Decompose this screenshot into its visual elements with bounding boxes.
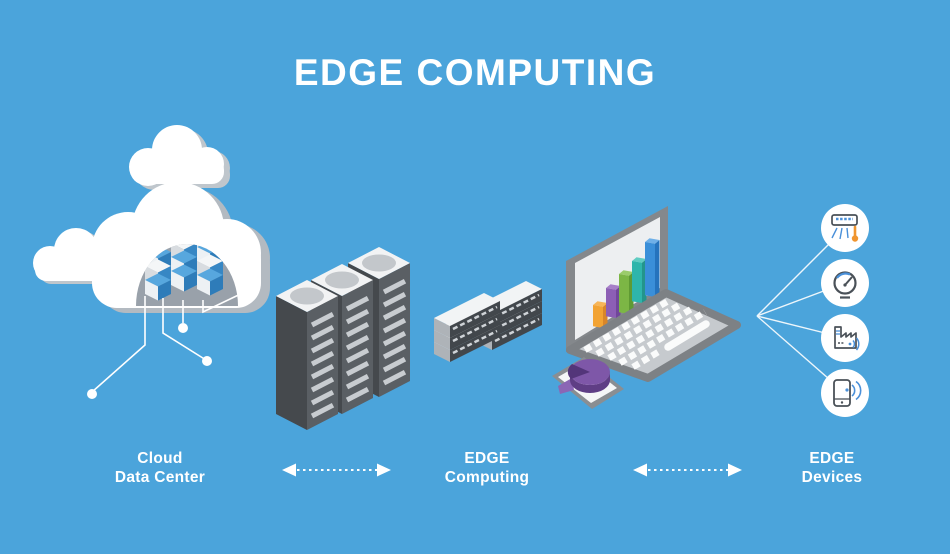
label-edge-devices-line2: Devices (801, 469, 863, 486)
cloud-illustration (33, 125, 270, 399)
pie-chart (558, 359, 610, 394)
bar-teal (632, 257, 647, 303)
label-edge-computing-line1: EDGE (464, 450, 510, 467)
air-conditioner-icon (831, 214, 859, 242)
device-icon-circle (821, 204, 869, 252)
label-cloud-data-center: Cloud Data Center (50, 449, 270, 487)
laptop-illustration (552, 206, 741, 409)
page-title: EDGE COMPUTING (293, 52, 657, 93)
smartphone-icon (833, 379, 862, 407)
arrow-edge-to-devices (633, 463, 742, 477)
bar-orange (593, 301, 608, 328)
edge-server-stack (434, 293, 500, 362)
circuit-lines (91, 288, 252, 393)
arrow-cloud-to-edge (282, 463, 391, 477)
pie-chart-tablet (552, 357, 624, 409)
label-edge-computing: EDGE Computing (377, 449, 597, 487)
laptop-keys (583, 297, 707, 370)
small-cloud-top (129, 125, 230, 190)
bar-green (619, 270, 634, 314)
device-icon-circle (821, 369, 869, 417)
label-edge-computing-line2: Computing (444, 469, 530, 486)
gauge-icon (833, 271, 857, 299)
label-edge-devices: EDGE Devices (722, 449, 942, 487)
device-connector-lines (756, 227, 846, 394)
laptop-spacebar (664, 320, 710, 351)
edge-server-stacks (434, 281, 542, 362)
label-edge-devices-line1: EDGE (809, 450, 855, 467)
server-racks (276, 247, 410, 430)
device-icon-circle (821, 259, 869, 307)
circuit-nodes (87, 283, 258, 399)
edge-device-icons (821, 204, 869, 417)
main-cloud (92, 182, 270, 313)
rack-tower (276, 280, 338, 430)
device-icon-circle (821, 314, 869, 362)
label-cloud-line2: Data Center (114, 469, 206, 486)
bar-purple (606, 284, 621, 318)
factory-icon (834, 326, 860, 351)
label-cloud-line1: Cloud (137, 450, 183, 467)
bar-blue (645, 238, 660, 297)
bar-chart (593, 238, 660, 328)
